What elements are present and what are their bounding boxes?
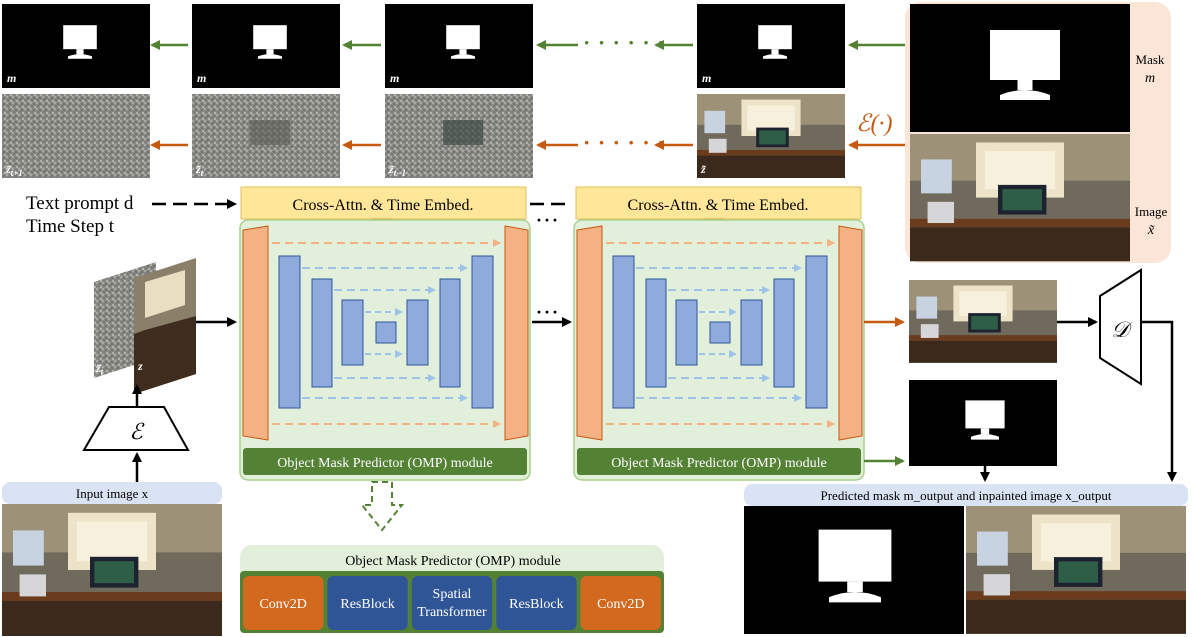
input-noisy-label: z̃ — [95, 361, 101, 375]
svg-text:z̃t+1: z̃t+1 — [5, 162, 23, 178]
mask-symbol: m — [1145, 71, 1155, 86]
omp-detail-block-5 — [580, 576, 661, 630]
output-title: Predicted mask m_output and inpainted im… — [820, 488, 1111, 503]
decoder-symbol: 𝒟 — [1111, 317, 1133, 342]
output-panel: Predicted mask m_output and inpainted im… — [744, 484, 1188, 634]
input-clean-label: z — [137, 359, 143, 373]
omp-detail-block-1 — [243, 576, 324, 630]
mask-frame-2: m — [192, 4, 340, 88]
output-inpainted-image — [966, 506, 1186, 634]
omp-detail-block-label-2: ResBlock — [340, 597, 394, 612]
unet-block-1: Cross-Attn. & Time Embed. Object Mask Pr… — [239, 186, 531, 481]
cross-attn-box-2 — [575, 186, 862, 220]
input-image-title: Input image x — [76, 486, 149, 501]
encoder: ℰ — [82, 384, 190, 484]
output-title-bg — [744, 484, 1188, 506]
noisy-frame-1: z̃t+1 — [2, 94, 150, 178]
omp-bar-2 — [577, 448, 861, 475]
omp-detail: Object Mask Predictor (OMP) module Conv2… — [240, 481, 664, 633]
mask-frame-4: m — [697, 4, 845, 88]
input-image — [2, 504, 222, 636]
omp-detail-block-label-5: Conv2D — [597, 597, 644, 612]
input-image-panel: Input image x — [2, 482, 222, 636]
input-noisy-sub: t — [101, 367, 104, 377]
image-title: Image — [1135, 204, 1168, 219]
orange-dots: · · · · · · — [583, 130, 666, 155]
noisy-label-1: z̃ — [5, 162, 11, 176]
unet-encoder-block-1 — [242, 225, 269, 441]
noisy-sub-2: t — [201, 168, 204, 178]
omp-label-1: Object Mask Predictor (OMP) module — [277, 456, 492, 471]
encoder-function-label: ℰ(·) — [856, 111, 893, 137]
unet-dots-upper: ··· — [536, 210, 560, 230]
cross-attn-label-1: Cross-Attn. & Time Embed. — [293, 197, 474, 214]
mask-strip: m m m m · · · · · · — [2, 4, 908, 88]
mask-title: Mask — [1136, 52, 1165, 67]
noisy-frame-4: z̃ — [697, 94, 845, 178]
svg-text:z̃t: z̃t — [195, 162, 204, 178]
omp-detail-block-4 — [496, 576, 577, 630]
mask-frame-1: m — [2, 4, 150, 88]
mask-label-3: m — [390, 71, 399, 85]
omp-bar-1 — [243, 448, 527, 475]
unet-block-2: Cross-Attn. & Time Embed. Object Mask Pr… — [573, 186, 865, 481]
omp-detail-title: Object Mask Predictor (OMP) module — [345, 554, 560, 569]
omp-detail-block-3 — [411, 576, 493, 630]
noisy-label-2: z̃ — [195, 162, 201, 176]
green-dots: · · · · · · — [583, 30, 666, 55]
encoder-symbol: ℰ — [129, 419, 145, 444]
input-stack: z̃t z — [94, 258, 237, 394]
noisy-frame-2: z̃t — [192, 94, 340, 178]
cross-attn-box-1 — [240, 186, 527, 220]
time-step-label: Time Step t — [26, 216, 115, 237]
decoder-trapezoid — [1099, 268, 1142, 386]
omp-detail-block-2 — [327, 576, 408, 630]
noisy-sub-3: t−1 — [394, 168, 406, 178]
output-side: 𝒟 — [864, 268, 1177, 482]
text-prompt-label: Text prompt d — [26, 193, 134, 214]
noisy-label-4: z̃ — [700, 162, 706, 176]
right-panel: Mask m Image x̃ — [905, 2, 1171, 263]
denoised-image — [909, 280, 1057, 363]
conditioning: Text prompt d Time Step t ··· — [26, 193, 572, 237]
unet-decoder-block-1 — [504, 225, 529, 441]
mask-label-1: m — [7, 71, 16, 85]
mask-frame-3: m — [385, 4, 533, 88]
noisy-frame-3: z̃t−1 — [385, 94, 533, 178]
svg-text:z̃t−1: z̃t−1 — [388, 162, 406, 178]
svg-text:z̃t: z̃t — [95, 361, 104, 377]
noisy-frame-1-bg — [2, 94, 150, 178]
noisy-label-3: z̃ — [388, 162, 394, 176]
unet-encoder-block-2 — [576, 225, 603, 441]
mask-label-4: m — [702, 71, 711, 85]
unet-dots-middle: ··· — [536, 302, 560, 322]
unet-decoder-block-2 — [838, 225, 863, 441]
decoder-to-output-arrow — [1141, 320, 1177, 482]
encoder-trapezoid — [82, 406, 190, 451]
cross-attn-label-2: Cross-Attn. & Time Embed. — [628, 197, 809, 214]
omp-detail-dashed-arrow — [359, 481, 405, 532]
noisy-sub-1: t+1 — [11, 168, 23, 178]
omp-detail-block-label-1: Conv2D — [259, 597, 306, 612]
svg-text:z̃: z̃ — [700, 162, 706, 176]
image-symbol: x̃ — [1147, 223, 1155, 238]
mask-label-2: m — [197, 71, 206, 85]
input-image-title-bg — [2, 482, 222, 504]
noisy-strip: z̃t+1 z̃t z̃t−1 z̃ · · · · · · ℰ(·) — [2, 94, 908, 178]
omp-label-2: Object Mask Predictor (OMP) module — [611, 456, 826, 471]
omp-detail-block-label-4: ResBlock — [509, 597, 563, 612]
